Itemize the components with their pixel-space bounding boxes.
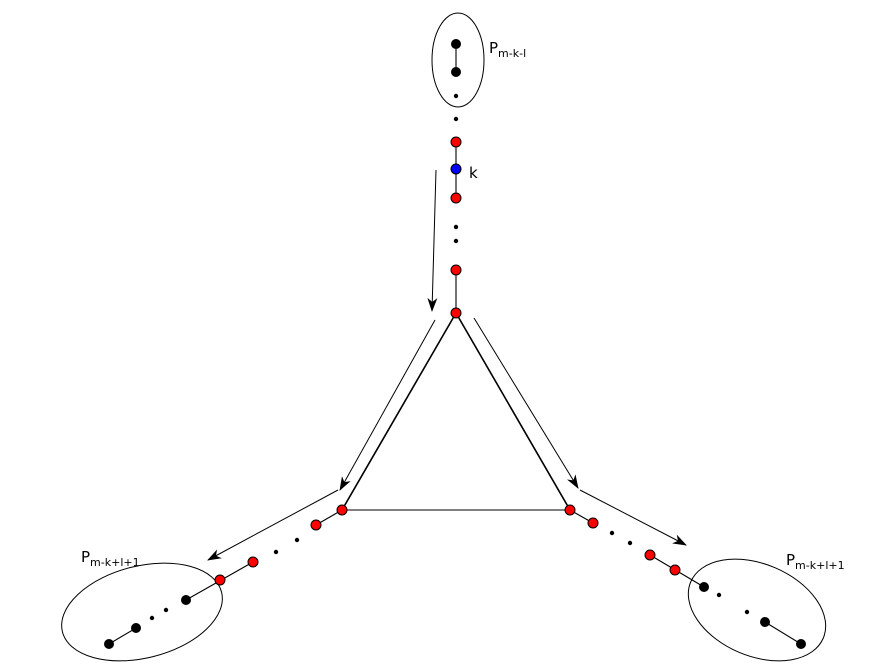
path-vertex	[587, 517, 599, 529]
triangle-edge-left	[341, 312, 457, 511]
edges	[108, 44, 802, 645]
arrow-left-bottom	[207, 489, 339, 561]
right-set-label-sub: m-k+l+1	[795, 559, 845, 572]
set-vertex	[699, 582, 709, 592]
left-set-edge	[108, 627, 137, 645]
top-set-label: Pm-k-l	[489, 39, 526, 60]
left-set-label-sub: m-k+l+1	[90, 556, 140, 569]
top-set-label-sub: m-k-l	[498, 47, 526, 60]
path-vertex	[669, 564, 681, 576]
right-set-ellipse	[687, 558, 827, 662]
left-corner-vertex	[336, 504, 348, 516]
set-vertex	[796, 639, 806, 649]
right-set-edge	[764, 621, 802, 645]
left-set-ellipse	[61, 562, 223, 662]
path-vertex	[450, 192, 462, 204]
marked-vertex-k	[450, 163, 462, 175]
set-vertex	[451, 39, 461, 49]
arrows	[207, 169, 687, 561]
set-vertex	[451, 67, 461, 77]
right-corner-vertex	[564, 504, 576, 516]
arrow-right-diagonal	[473, 317, 579, 489]
path-vertex	[450, 136, 462, 148]
right-set-label-base: P	[786, 551, 795, 569]
arrow-left-diagonal	[339, 319, 436, 491]
set-vertex	[104, 639, 114, 649]
vertex-k-label: k	[469, 164, 478, 182]
path-vertex	[644, 549, 656, 561]
triangle-edge-right	[455, 312, 571, 511]
right-set-label: Pm-k+l+1	[786, 551, 845, 572]
path-vertex	[450, 264, 462, 276]
arrow-right-bottom	[579, 489, 687, 546]
set-vertices	[104, 39, 806, 649]
top-set-ellipse	[431, 12, 485, 108]
path-vertex	[214, 574, 226, 586]
top-set-label-base: P	[489, 39, 498, 57]
path-vertex	[310, 519, 322, 531]
set-vertex	[760, 617, 770, 627]
path-vertex	[247, 556, 259, 568]
left-set-label-base: P	[81, 548, 90, 566]
set-vertex	[181, 595, 191, 605]
left-set-label: Pm-k+l+1	[81, 548, 140, 569]
arrow-down	[427, 169, 438, 312]
apex-vertex	[450, 307, 462, 319]
path-vertices	[214, 136, 681, 586]
ellipsis-dots	[149, 93, 750, 621]
set-vertex	[131, 623, 141, 633]
